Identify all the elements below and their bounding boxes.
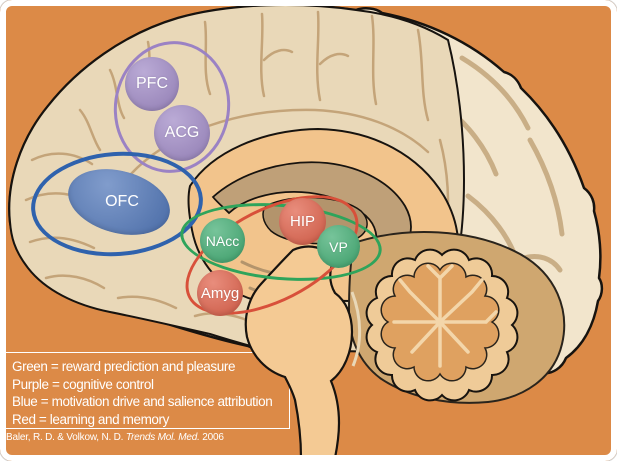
region-label-pfc: PFC	[136, 75, 168, 92]
region-label-nacc: NAcc	[205, 232, 240, 249]
region-label-vp: VP	[329, 238, 348, 255]
legend-item-red: Red = learning and memory	[12, 411, 169, 427]
posterior-fossa	[347, 231, 566, 404]
cerebellum	[365, 248, 519, 402]
region-label-amyg: Amyg	[200, 284, 240, 302]
region-node-acg: ACG	[154, 105, 210, 161]
citation-journal: Trends Mol. Med.	[125, 432, 200, 443]
region-label-ofc: OFC	[105, 193, 139, 210]
citation-authors: Baler, R. D. & Volkow, N. D.	[6, 432, 126, 443]
legend-item-purple: Purple = cognitive control	[12, 376, 154, 392]
region-node-vp: VP	[317, 225, 360, 268]
region-label-hip: HIP	[289, 213, 315, 230]
legend-box: Green = reward prediction and pleasure P…	[3, 352, 290, 429]
legend-item-green: Green = reward prediction and pleasure	[12, 359, 236, 374]
region-node-nacc: NAcc	[200, 218, 245, 263]
region-node-amyg: Amyg	[197, 270, 243, 316]
arbor-vitae	[392, 264, 498, 368]
citation-year: 2006	[199, 432, 224, 443]
citation: Baler, R. D. & Volkow, N. D. Trends Mol.…	[6, 432, 224, 443]
legend-item-blue: Blue = motivation drive and salience att…	[12, 394, 273, 409]
region-node-pfc: PFC	[125, 57, 179, 111]
region-label-acg: ACG	[164, 124, 200, 141]
